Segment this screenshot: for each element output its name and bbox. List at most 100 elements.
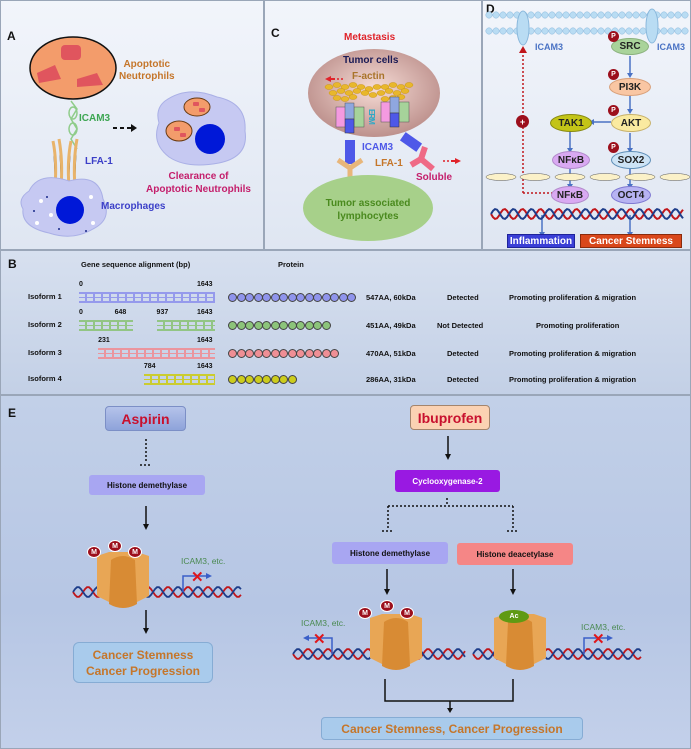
phospho-badge-akt: P [608,105,619,116]
amino-acid-bead [287,375,297,384]
src-node: SRC [611,38,649,55]
erm-complex-left [335,102,365,134]
nucleosome-ibuprofen-acetyl [494,614,546,670]
amino-acid-bead [296,321,305,330]
f-actin-mesh [324,82,414,102]
red-arrow-left [325,76,343,82]
outcome-line: Cancer Stemness [92,647,194,662]
isoform-name: Isoform 4 [28,374,62,383]
histone-demethylase-box-aspirin: Histone demethylase [89,475,205,495]
transcription-arrow-left [309,637,333,654]
amino-acid-bead [245,349,254,358]
phospho-badge-sox2: P [608,142,619,153]
gene-label-aspirin: ICAM3, etc. [181,556,226,566]
panel-b: B Gene sequence alignment (bp) Protein I… [0,250,691,395]
label-line: Apoptotic Neutrophils [146,184,251,195]
erm-label: ERM [367,109,376,124]
amino-acid-bead [296,349,305,358]
gene-segment [143,374,215,385]
amino-acid-bead [262,321,271,330]
gene-label-left: ICAM3, etc. [301,618,346,628]
gene-label-right: ICAM3, etc. [581,622,626,632]
acetyl-mark: Ac [499,610,529,623]
aspirin-box: Aspirin [105,406,186,431]
icam3-chain [68,100,78,150]
soluble-label: Soluble [416,172,453,183]
icam3-label: ICAM3 [79,113,111,124]
panel-label-b: B [8,257,17,271]
amino-acid-bead [279,375,288,384]
panel-label-c: C [271,26,280,40]
alignment-tick-label: 231 [98,337,110,344]
isoform-name: Isoform 2 [28,320,62,329]
nuclear-envelope [485,173,690,181]
isoform-function: Promoting proliferation & migration [509,293,637,302]
amino-acid-bead [313,321,322,330]
methyl-mark: M [380,600,394,612]
nucleosome-ibuprofen-methyl [370,614,422,670]
panel-label-a: A [7,29,16,43]
methyl-mark: M [108,540,122,552]
macrophages-label: Macrophages [101,201,166,212]
amino-acid-bead [313,293,322,302]
cancer-stemness-outcome: Cancer Stemness [580,234,682,248]
alignment-tick-label: 1643 [197,337,213,344]
amino-acid-bead [245,375,254,384]
icam3-soluble-fragment [399,132,423,152]
clearance-label: Clearance of Apoptotic Neutrophils [146,170,251,196]
amino-acid-bead [262,293,271,302]
tak1-node: TAK1 [550,114,592,132]
repressed-x-icon: ✕ [191,569,204,586]
outcome-line: Cancer Progression [85,663,201,678]
amino-acid-bead [279,349,288,358]
erm-complex-right [380,96,410,128]
nucleus-fragment [77,73,103,87]
amino-acid-bead [313,349,322,358]
inflammation-outcome: Inflammation [507,234,575,248]
protein-beads [228,321,331,330]
macrophage-nucleus [56,196,84,224]
dashed-arrow [113,124,137,132]
feedback-arrowhead [519,46,527,53]
panel-e-illustration [72,436,642,713]
pi3k-node: PI3K [609,78,651,96]
alignment-tick-label: 784 [143,363,156,370]
alignment-tick-label: 937 [156,309,169,316]
icam3-right-label: ICAM3 [657,42,686,52]
akt-node: AKT [611,114,651,132]
panel-a: A Apoptotic Neut [0,0,264,250]
protein-size: 547AA, 60kDa [366,293,416,302]
methyl-mark: M [87,546,101,558]
icam3-transmembrane-left [516,10,530,46]
panel-label-d: D [486,2,495,16]
gene-segment [79,292,215,303]
dna-helix [490,207,684,221]
label-line: lymphocytes [337,211,399,222]
panel-label-e: E [8,406,17,420]
apoptotic-neutrophils-label: Apoptotic Neutrophils [119,59,175,83]
panel-d: D SRC PI3K AKT T [482,0,691,250]
alignment-tick-label: 1643 [197,363,213,370]
gene-segment [98,348,215,359]
isoform-name: Isoform 1 [28,292,62,301]
phospho-badge-src: P [608,31,619,42]
amino-acid-bead [245,293,254,302]
red-arrow-right [443,158,461,164]
alignment-tick-label: 648 [114,309,127,316]
isoform-function: Promoting proliferation [536,321,620,330]
panel-c-illustration [303,49,461,241]
gene-segment [79,320,133,331]
detection-status: Not Detected [437,321,484,330]
macrophage-nucleus [195,124,225,154]
f-actin-label: F-actin [352,71,385,82]
amino-acid-bead [228,321,237,330]
amino-acid-bead [279,293,288,302]
cox2-branch-dotted [382,498,519,532]
methyl-mark: M [358,607,372,619]
amino-acid-bead [262,375,271,384]
protein-beads [228,293,356,302]
protein-size: 451AA, 49kDa [366,321,416,330]
alignment-tick-label: 0 [79,281,83,288]
